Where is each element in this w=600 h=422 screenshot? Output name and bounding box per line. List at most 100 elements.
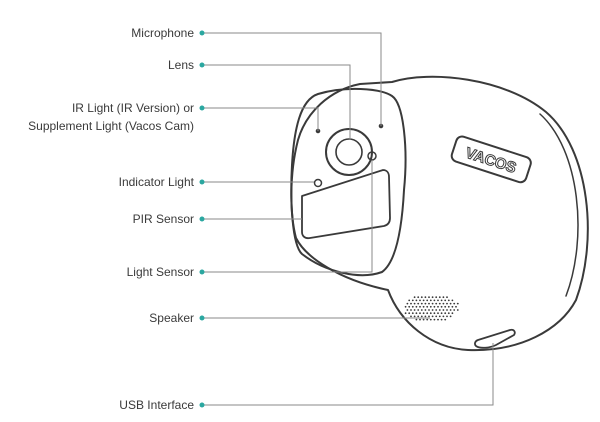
speaker-hole	[447, 299, 450, 302]
speaker-hole	[437, 318, 439, 321]
speaker-hole	[453, 302, 456, 305]
speaker-hole	[437, 312, 439, 315]
speaker-hole	[404, 312, 407, 315]
speaker-hole	[413, 309, 416, 311]
speaker-hole	[417, 315, 420, 318]
speaker-hole	[415, 312, 418, 315]
speaker-hole	[438, 302, 441, 305]
speaker-hole	[442, 296, 445, 299]
speaker-hole	[446, 315, 448, 318]
dot-speaker	[199, 315, 205, 321]
speaker-hole	[438, 296, 441, 299]
speaker-hole	[424, 309, 427, 311]
speaker-hole	[422, 312, 425, 315]
speaker-hole	[410, 302, 412, 305]
dot-ir-light	[199, 105, 205, 111]
speaker-hole	[438, 315, 441, 318]
leader-ir-light	[202, 107, 319, 131]
speaker-hole	[431, 302, 434, 305]
camera-front-face	[290, 87, 407, 277]
speaker-hole	[426, 299, 429, 302]
speaker-hole	[451, 312, 454, 315]
speaker-hole	[420, 315, 423, 318]
label-indicator-light: Indicator Light	[119, 175, 195, 189]
speaker-hole	[406, 302, 409, 305]
speaker-hole	[410, 315, 412, 318]
callout-labels: Microphone Lens IR Light (IR Version) or…	[28, 26, 195, 412]
speaker-hole	[440, 305, 443, 308]
speaker-hole	[456, 309, 459, 311]
speaker-hole	[420, 302, 423, 305]
speaker-hole	[420, 309, 423, 311]
speaker-hole	[426, 318, 429, 321]
speaker-hole	[429, 305, 432, 308]
label-ir-light-line2: Supplement Light (Vacos Cam)	[28, 119, 194, 133]
leader-light-sensor	[202, 160, 373, 273]
speaker-hole	[456, 302, 459, 305]
speaker-hole	[413, 315, 416, 318]
speaker-hole	[437, 299, 439, 302]
speaker-hole	[433, 318, 436, 321]
speaker-hole	[429, 318, 432, 321]
speaker-hole	[415, 318, 418, 321]
camera-body-outline	[290, 75, 589, 352]
speaker-hole	[435, 309, 438, 311]
speaker-hole	[419, 299, 421, 302]
speaker-hole	[431, 309, 434, 311]
speaker-hole	[428, 309, 430, 311]
speaker-hole	[440, 318, 443, 321]
speaker-hole	[410, 309, 412, 311]
label-light-sensor: Light Sensor	[127, 265, 194, 279]
speaker-hole	[419, 318, 421, 321]
speaker-hole	[453, 309, 456, 311]
speaker-hole	[408, 299, 411, 302]
dot-pir	[199, 216, 205, 222]
speaker-hole	[446, 296, 448, 299]
speaker-hole	[455, 305, 457, 308]
speaker-hole	[417, 296, 420, 299]
dot-microphone	[199, 30, 205, 36]
speaker-hole	[428, 315, 430, 318]
speaker-hole	[411, 305, 414, 308]
speaker-hole	[447, 305, 450, 308]
speaker-hole	[428, 296, 430, 299]
leader-microphone	[202, 32, 382, 126]
speaker-hole	[426, 312, 429, 315]
label-lens: Lens	[168, 58, 194, 72]
speaker-hole	[440, 312, 443, 315]
speaker-hole	[435, 302, 438, 305]
speaker-hole	[415, 299, 418, 302]
label-speaker: Speaker	[149, 311, 194, 325]
camera-illustration	[290, 75, 589, 352]
speaker-hole	[435, 296, 438, 299]
dot-light-sensor	[199, 269, 205, 275]
speaker-hole	[411, 299, 414, 302]
speaker-hole	[442, 309, 445, 311]
speaker-hole	[429, 299, 432, 302]
speaker-hole	[429, 312, 432, 315]
label-usb-interface: USB Interface	[119, 398, 194, 412]
usb-port	[474, 328, 516, 349]
label-microphone: Microphone	[131, 26, 194, 40]
speaker-hole	[447, 312, 450, 315]
label-pir-sensor: PIR Sensor	[133, 212, 194, 226]
speaker-hole	[431, 315, 434, 318]
speaker-hole	[428, 302, 430, 305]
dot-indicator	[199, 179, 205, 185]
speaker-hole	[444, 305, 447, 308]
speaker-hole	[413, 302, 416, 305]
speaker-hole	[431, 296, 434, 299]
speaker-hole	[422, 299, 425, 302]
speaker-hole	[449, 309, 452, 311]
camera-body-edge	[539, 113, 579, 297]
pir-sensor-window	[301, 169, 391, 240]
speaker-hole	[444, 318, 447, 321]
speaker-hole	[422, 318, 425, 321]
speaker-hole	[420, 296, 423, 299]
speaker-hole	[437, 305, 439, 308]
speaker-hole	[419, 312, 421, 315]
speaker-hole	[424, 315, 427, 318]
leader-lines	[202, 32, 494, 406]
leader-dots	[199, 30, 205, 408]
speaker-grille	[404, 296, 459, 321]
